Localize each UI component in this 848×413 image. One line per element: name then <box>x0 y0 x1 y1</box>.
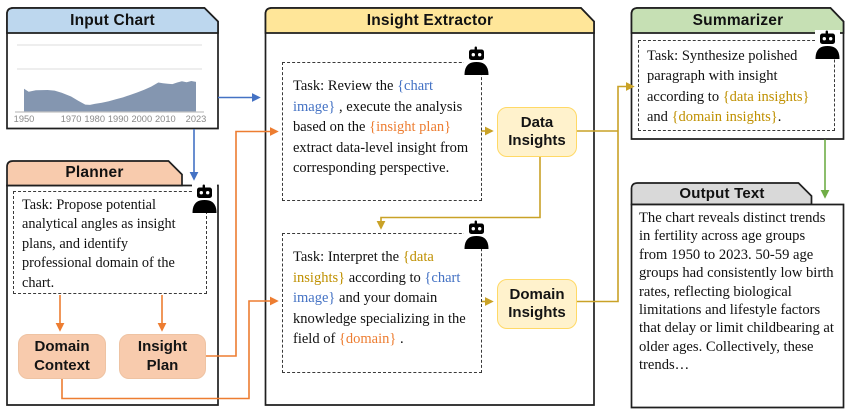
input-chart-title: Input Chart <box>70 11 155 29</box>
domain-insights-chip: Domain Insights <box>497 279 577 329</box>
x-tick-label: 2023 <box>185 113 207 124</box>
agent-robot-icon <box>815 30 840 59</box>
x-tick-label: 2010 <box>155 113 176 124</box>
task-text-segment: Task: Interpret the <box>293 249 403 265</box>
task-text-segment: {insight plan} <box>369 119 452 136</box>
output-text-panel <box>630 203 845 409</box>
summarizer-title: Summarizer <box>692 11 784 29</box>
task-text-segment: {data insights} <box>293 249 434 286</box>
x-tick-label: 1950 <box>13 113 35 124</box>
x-tick-label: 1970 <box>60 113 82 124</box>
x-tick-label: 1990 <box>107 113 129 124</box>
task-text-segment: , execute the analysis based on the <box>293 98 463 136</box>
insight-extractor-header <box>264 7 595 34</box>
task-text-segment: {domain insights} <box>671 108 778 125</box>
arrow-domaininsights-to-summarizer <box>576 82 635 303</box>
arrow-insightplan-to-task1 <box>205 127 279 357</box>
task-text-segment: {chart image} <box>293 269 461 307</box>
domain-context-chip: Domain Context <box>18 334 106 379</box>
extractor-task1-box: Task: Review the {chart image} , execute… <box>282 62 482 201</box>
task-text-segment: Task: Synthesize polished paragraph with… <box>647 48 798 105</box>
task-text-segment: and <box>647 108 672 125</box>
agent-robot-icon <box>464 220 489 249</box>
task-text-segment: {chart image} <box>293 78 434 115</box>
planner-task-box: Task: Propose potential analytical angle… <box>13 191 207 294</box>
task-text-segment: according to <box>345 269 425 286</box>
task-text-segment: and your domain knowledge specializing i… <box>293 290 466 348</box>
data-insights-chip: Data Insights <box>497 107 577 157</box>
task-text-segment: Task: Review the <box>293 78 398 94</box>
extractor-task2-box: Task: Interpret the {data insights} acco… <box>282 233 482 373</box>
chart-area-series <box>24 81 196 112</box>
task-text-segment: . <box>777 108 782 125</box>
input-chart-header <box>6 7 219 34</box>
arrow-domaincontext-to-task2 <box>61 296 279 400</box>
x-tick-label: 1980 <box>84 113 106 124</box>
task-text-segment: {data insights} <box>722 88 810 105</box>
agent-robot-icon <box>464 46 489 75</box>
output-text-tab <box>630 182 813 206</box>
output-text-body: The chart reveals distinct trends in fer… <box>639 210 834 373</box>
planner-title: Planner <box>65 164 124 181</box>
insight-plan-chip: Insight Plan <box>119 334 206 379</box>
arrow-datainsights-to-task2 <box>376 157 541 230</box>
planner-tab <box>6 160 183 187</box>
summarizer-header <box>630 7 845 34</box>
task-text-segment: extract data-level insight from correspo… <box>293 139 469 177</box>
task-text-segment: . <box>396 331 404 348</box>
summarizer-task-box: Task: Synthesize polished paragraph with… <box>638 40 835 131</box>
task-text-segment: {domain} <box>338 331 397 348</box>
output-text-title: Output Text <box>679 185 765 202</box>
x-tick-label: 2000 <box>131 113 153 124</box>
insight-extractor-title: Insight Extractor <box>366 11 494 29</box>
agent-robot-icon <box>192 184 217 213</box>
